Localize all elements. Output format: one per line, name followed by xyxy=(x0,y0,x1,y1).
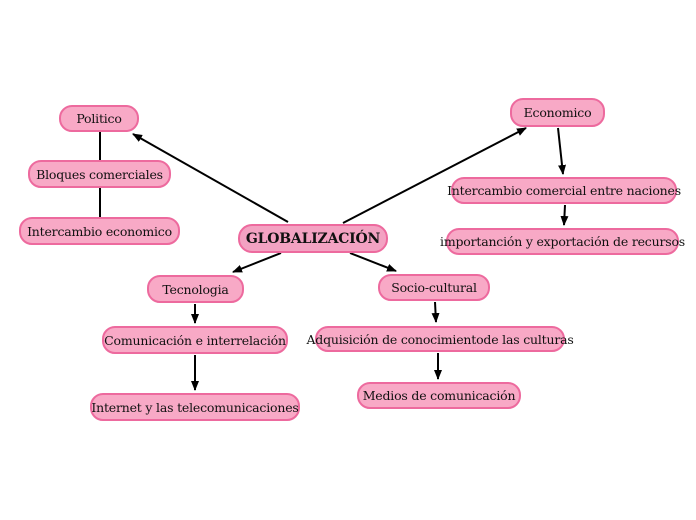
edge-central-tecnologia xyxy=(232,252,282,273)
edge-central-socio-cultural xyxy=(349,252,397,272)
node-socio-cultural[interactable]: Socio-cultural xyxy=(378,274,490,301)
node-internet-telecomunicaciones[interactable]: Internet y las telecomunicaciones xyxy=(90,393,300,421)
edge-central-politico xyxy=(132,133,289,223)
edge-intercambio-comercial-importacion xyxy=(560,204,569,226)
edge-economico-intercambio-comercial xyxy=(557,127,567,175)
node-politico[interactable]: Politico xyxy=(59,105,139,132)
node-medios-comunicacion[interactable]: Medios de comunicación xyxy=(357,382,521,409)
node-intercambio-economico[interactable]: Intercambio economico xyxy=(19,217,180,245)
node-adquisicion-conocimiento[interactable]: Adquisición de conocimientode las cultur… xyxy=(306,326,574,352)
node-importacion-exportacion[interactable]: importanción y exportación de recursos xyxy=(440,228,685,255)
node-intercambio-comercial[interactable]: Intercambio comercial entre naciones xyxy=(447,177,681,204)
node-comunicacion-interrelacion[interactable]: Comunicación e interrelación xyxy=(102,326,288,354)
node-economico[interactable]: Economico xyxy=(510,98,605,127)
node-globalizacion[interactable]: GLOBALIZACIÓN xyxy=(238,224,388,253)
node-bloques-comerciales[interactable]: Bloques comerciales xyxy=(28,160,171,188)
edge-socio-adquisicion xyxy=(431,301,440,323)
edge-central-economico xyxy=(342,127,527,224)
node-tecnologia[interactable]: Tecnologia xyxy=(147,275,244,303)
